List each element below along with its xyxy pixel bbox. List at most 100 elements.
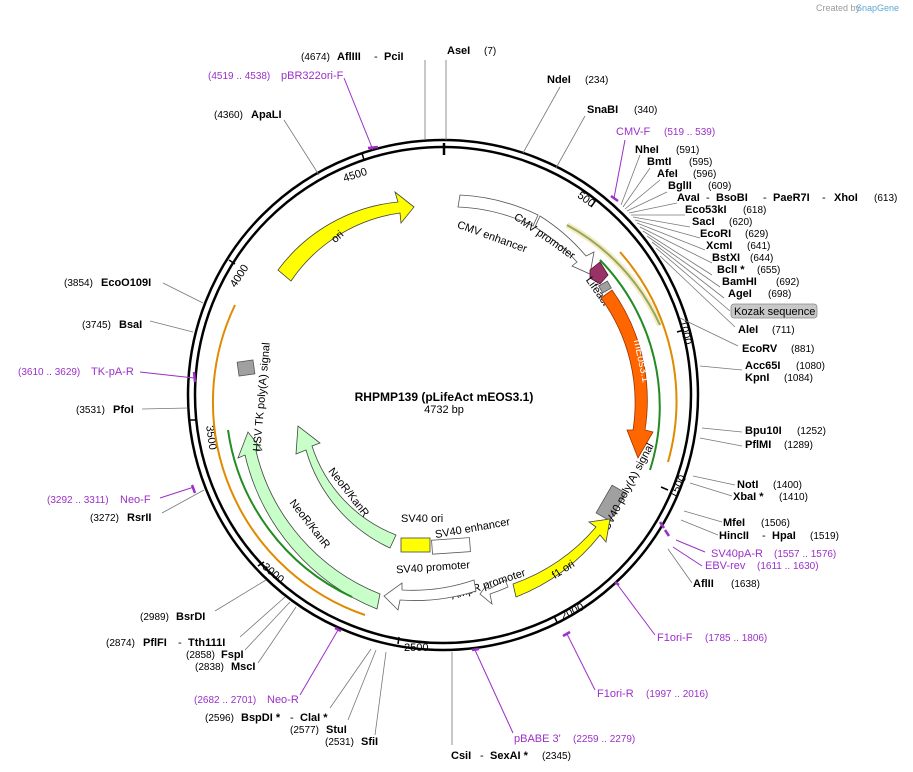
cmv-enhancer-feature[interactable]: [457, 194, 539, 227]
aflii-pos: (1638): [731, 579, 760, 590]
bmti-label[interactable]: BmtI: [647, 156, 671, 168]
lifeact-feature[interactable]: [589, 261, 609, 285]
kpni-label[interactable]: KpnI: [745, 372, 769, 384]
bamhi-label[interactable]: BamHI: [722, 276, 757, 288]
ndei-label[interactable]: NdeI: [547, 74, 571, 86]
sv40-promoter-feature[interactable]: [383, 579, 477, 611]
snabi-label[interactable]: SnaBI: [587, 104, 618, 116]
avai-label[interactable]: AvaI: [677, 192, 700, 204]
svg-text:-: -: [706, 192, 710, 204]
alei-label[interactable]: AleI: [738, 324, 758, 336]
bsrdi-label[interactable]: BsrDI: [176, 611, 205, 623]
csii-label[interactable]: CsiI: [451, 750, 471, 762]
clai-label[interactable]: ClaI *: [300, 712, 328, 724]
bsai-label[interactable]: BsaI: [119, 319, 142, 331]
tkpar-pos: (3610 .. 3629): [18, 367, 80, 378]
apali-label[interactable]: ApaLI: [251, 109, 282, 121]
xcmi-label[interactable]: XcmI: [706, 240, 732, 252]
svg-text:500: 500: [575, 189, 597, 209]
msci-pos: (2838): [195, 662, 224, 673]
kozak-badge[interactable]: [730, 303, 818, 319]
pflmi-label[interactable]: PflMI: [745, 439, 771, 451]
bstxi-label[interactable]: BstXI: [712, 252, 740, 264]
acc65i-label[interactable]: Acc65I: [745, 360, 780, 372]
f1orir-label[interactable]: F1ori-R: [597, 688, 634, 700]
pfoi-label[interactable]: PfoI: [113, 404, 134, 416]
bpu10i-label[interactable]: Bpu10I: [745, 425, 782, 437]
ecori-label[interactable]: EcoRI: [700, 228, 731, 240]
f1orif-pos: (1785 .. 1806): [705, 633, 767, 644]
eco0109i-label[interactable]: EcoO109I: [101, 277, 151, 289]
sv40par-pos: (1557 .. 1576): [774, 549, 836, 560]
stui-label[interactable]: StuI: [326, 724, 347, 736]
hpai-label[interactable]: HpaI: [772, 530, 796, 542]
aflii-label[interactable]: AflII: [693, 578, 714, 590]
pcii-label[interactable]: PciI: [384, 51, 404, 63]
neor-label[interactable]: Neo-R: [267, 694, 299, 706]
meos-feature[interactable]: [600, 289, 654, 459]
fspi-label[interactable]: FspI: [221, 649, 244, 661]
bspdi-label[interactable]: BspDI *: [241, 712, 281, 724]
tkpar-label[interactable]: TK-pA-R: [91, 366, 134, 378]
neof-label[interactable]: Neo-F: [120, 494, 151, 506]
paer7i-label[interactable]: PaeR7I: [773, 192, 810, 204]
pflfi-label[interactable]: PflFI: [143, 637, 167, 649]
hsvtk-feature[interactable]: [236, 359, 256, 377]
bcli-label[interactable]: BclI *: [717, 264, 745, 276]
sv40-ori-feature[interactable]: [400, 537, 431, 553]
hincii-label[interactable]: HincII: [719, 530, 749, 542]
agei-pos: (698): [768, 289, 791, 300]
bspdi-pos: (2596): [205, 713, 234, 724]
orf-glow-top: [565, 222, 663, 327]
xbai-label[interactable]: XbaI *: [733, 491, 764, 503]
msci-label[interactable]: MscI: [231, 661, 255, 673]
sv40-polya-feature[interactable]: [595, 484, 627, 522]
sv40-enhancer-feature[interactable]: [431, 537, 471, 555]
sfii-label[interactable]: SfiI: [361, 736, 378, 748]
mfei-label[interactable]: MfeI: [723, 517, 745, 529]
rsrii-label[interactable]: RsrII: [127, 512, 151, 524]
pbabe-label[interactable]: pBABE 3': [514, 733, 561, 745]
eco53ki-label[interactable]: Eco53kI: [685, 204, 727, 216]
eco53ki-pos: (618): [743, 205, 766, 216]
saci-label[interactable]: SacI: [692, 216, 715, 228]
sv40-ori-label: SV40 ori: [401, 513, 443, 525]
ecori-pos: (629): [745, 229, 768, 240]
sexai-label[interactable]: SexAI *: [490, 750, 529, 762]
asei-label[interactable]: AseI: [447, 45, 470, 57]
bglii-label[interactable]: BglII: [668, 180, 692, 192]
xcmi-pos: (641): [747, 241, 770, 252]
noti-label[interactable]: NotI: [737, 479, 758, 491]
afliii-label[interactable]: AflIII: [337, 51, 361, 63]
tick-4500: 4500: [342, 152, 369, 185]
f1-ori-feature[interactable]: [512, 518, 611, 598]
f1orif-label[interactable]: F1ori-F: [657, 632, 693, 644]
kozak-feature[interactable]: [598, 280, 612, 294]
ebvrev-label[interactable]: EBV-rev: [705, 560, 746, 572]
ampr-promoter-feature[interactable]: [479, 579, 509, 606]
neokanr-outer-feature[interactable]: [237, 431, 381, 610]
neor-pos: (2682 .. 2701): [194, 695, 256, 706]
tick-1000: 1000: [676, 319, 694, 346]
sv40-polya-label: SV40 poly(A) signal: [601, 441, 657, 532]
afei-pos: (596): [693, 169, 716, 180]
bsobi-label[interactable]: BsoBI: [716, 192, 748, 204]
asei-pos: (7): [484, 46, 496, 57]
afei-label[interactable]: AfeI: [657, 168, 678, 180]
svg-text:-: -: [763, 192, 767, 204]
primer-leader-lines: [139, 77, 706, 734]
mfei-pos: (1506): [761, 518, 790, 529]
tth111i-label[interactable]: Tth111I: [188, 637, 225, 649]
pbr322-label[interactable]: pBR322ori-F: [281, 70, 344, 82]
nhei-label[interactable]: NheI: [635, 144, 659, 156]
f1orir-pos: (1997 .. 2016): [646, 689, 708, 700]
agei-label[interactable]: AgeI: [728, 288, 752, 300]
cmvf-label[interactable]: CMV-F: [616, 126, 651, 138]
sv40par-label[interactable]: SV40pA-R: [711, 548, 763, 560]
ecorv-label[interactable]: EcoRV: [742, 343, 778, 355]
svg-text:-: -: [822, 192, 826, 204]
xhoi-label[interactable]: XhoI: [834, 192, 858, 204]
ori-feature[interactable]: [277, 190, 415, 282]
neokanr-inner-feature[interactable]: [295, 425, 397, 549]
